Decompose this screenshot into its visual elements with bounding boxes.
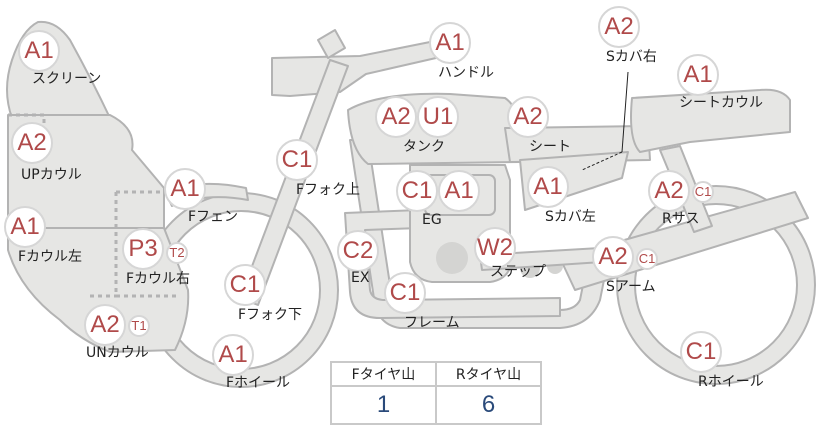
part-label: シートカウル [679,95,763,111]
rear-wheel-shape [617,186,815,384]
seat-cowl-shape [630,88,791,153]
grade-badge: A2 [84,304,126,346]
tread-header-row: Fタイヤ山 Rタイヤ山 [330,361,542,387]
grade-badge: A2 [11,122,53,164]
grade-badge: A1 [438,170,480,212]
grade-badge: A1 [212,334,254,376]
part-label: スクリーン [32,71,102,87]
part-label: Rサス [662,211,700,227]
grade-badge: C2 [337,230,379,272]
part-label: ステップ [490,264,546,280]
rear-tire-tread-header: Rタイヤ山 [435,361,542,387]
grade-badge: U1 [417,96,459,138]
grade-badge: A2 [648,170,690,212]
part-label: タンク [403,139,445,155]
grade-badge: A2 [375,96,417,138]
part-label: Fカウル左 [18,249,83,265]
part-label: Sカバ左 [545,209,596,225]
front-tire-tread-header: Fタイヤ山 [330,361,437,387]
grade-badge: C1 [396,170,438,212]
grade-badge: A1 [18,30,60,72]
grade-badge-small: T1 [128,315,150,337]
part-label: シート [529,139,571,155]
s-cover-right-leader [621,71,629,153]
part-label: Sカバ右 [606,49,657,65]
grade-badge: C1 [680,331,722,373]
grade-badge: A2 [507,96,549,138]
part-label: Sアーム [606,279,656,295]
grade-badge-small: C1 [636,248,658,270]
grade-badge: C1 [224,264,266,306]
part-label: Fフォク上 [296,182,361,198]
grade-badge: P3 [122,228,164,270]
front-fork-shape [239,59,349,306]
grade-badge: A1 [527,166,569,208]
part-label: UNカウル [86,345,149,361]
part-label: ハンドル [438,65,494,81]
part-label: フレーム [404,315,460,331]
tire-tread-table: Fタイヤ山 Rタイヤ山 1 6 [330,361,542,425]
part-label: Rホイール [698,374,764,390]
grade-badge: A1 [429,22,471,64]
grade-badge: A1 [677,54,719,96]
handle-shape [271,41,437,97]
part-label: Fカウル右 [126,271,191,287]
part-label: Fフェン [188,209,239,225]
grade-badge: A2 [592,236,634,278]
part-label: Fホイール [226,375,291,391]
front-tire-tread-value: 1 [330,385,437,425]
tread-value-row: 1 6 [330,385,542,425]
grade-badge-small: T2 [166,242,188,264]
grade-badge: C1 [276,139,318,181]
part-label: EX [351,270,370,286]
grade-badge: A1 [4,206,46,248]
part-label: Fフォク下 [238,307,303,323]
grade-badge: W2 [474,227,516,269]
grade-badge: A2 [598,6,640,48]
part-label: UPカウル [21,167,82,183]
grade-badge: A1 [164,168,206,210]
part-label: EG [422,212,442,228]
grade-badge-small: C1 [692,181,714,203]
rear-tire-tread-value: 6 [435,385,542,425]
grade-badge: C1 [384,272,426,314]
